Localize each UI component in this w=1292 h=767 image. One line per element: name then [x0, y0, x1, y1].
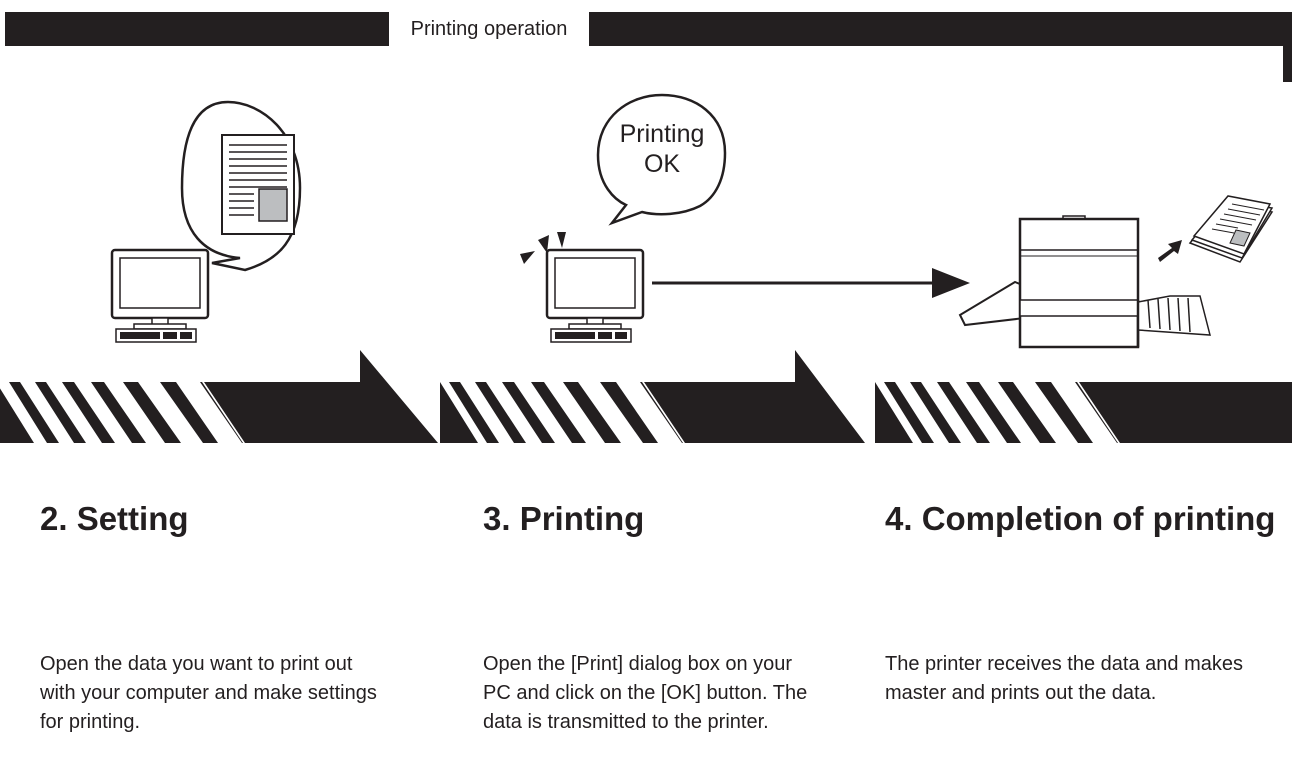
step-title-setting: 2. Setting	[40, 500, 189, 537]
header-title: Printing operation	[389, 12, 589, 46]
arrow-icon	[1158, 240, 1182, 262]
step-description-printing: Open the [Print] dialog box on your PC a…	[483, 653, 808, 733]
printed-sheets-icon	[1188, 195, 1274, 263]
step-description-setting: Open the data you want to print out with…	[40, 653, 377, 733]
arrow-icon	[652, 268, 970, 298]
step-title-printing: 3. Printing	[483, 500, 645, 537]
step-description-completion: The printer receives the data and makes …	[885, 653, 1243, 704]
step-arrow-icon	[875, 382, 1292, 443]
computer-icon	[110, 248, 210, 343]
step-title-completion: 4. Completion of printing	[885, 500, 1276, 537]
bubble-line-1: Printing	[619, 120, 705, 148]
printer-icon	[958, 215, 1211, 349]
bubble-text: Printing OK	[592, 119, 732, 179]
document-icon	[221, 134, 295, 235]
computer-icon	[545, 248, 645, 343]
step-arrow-icon	[0, 350, 438, 443]
bubble-line-2: OK	[643, 150, 681, 178]
header-bar	[5, 12, 1292, 82]
speech-bubble-icon	[596, 93, 727, 226]
notification-marks-icon	[520, 232, 566, 264]
step-arrow-icon	[440, 350, 865, 443]
